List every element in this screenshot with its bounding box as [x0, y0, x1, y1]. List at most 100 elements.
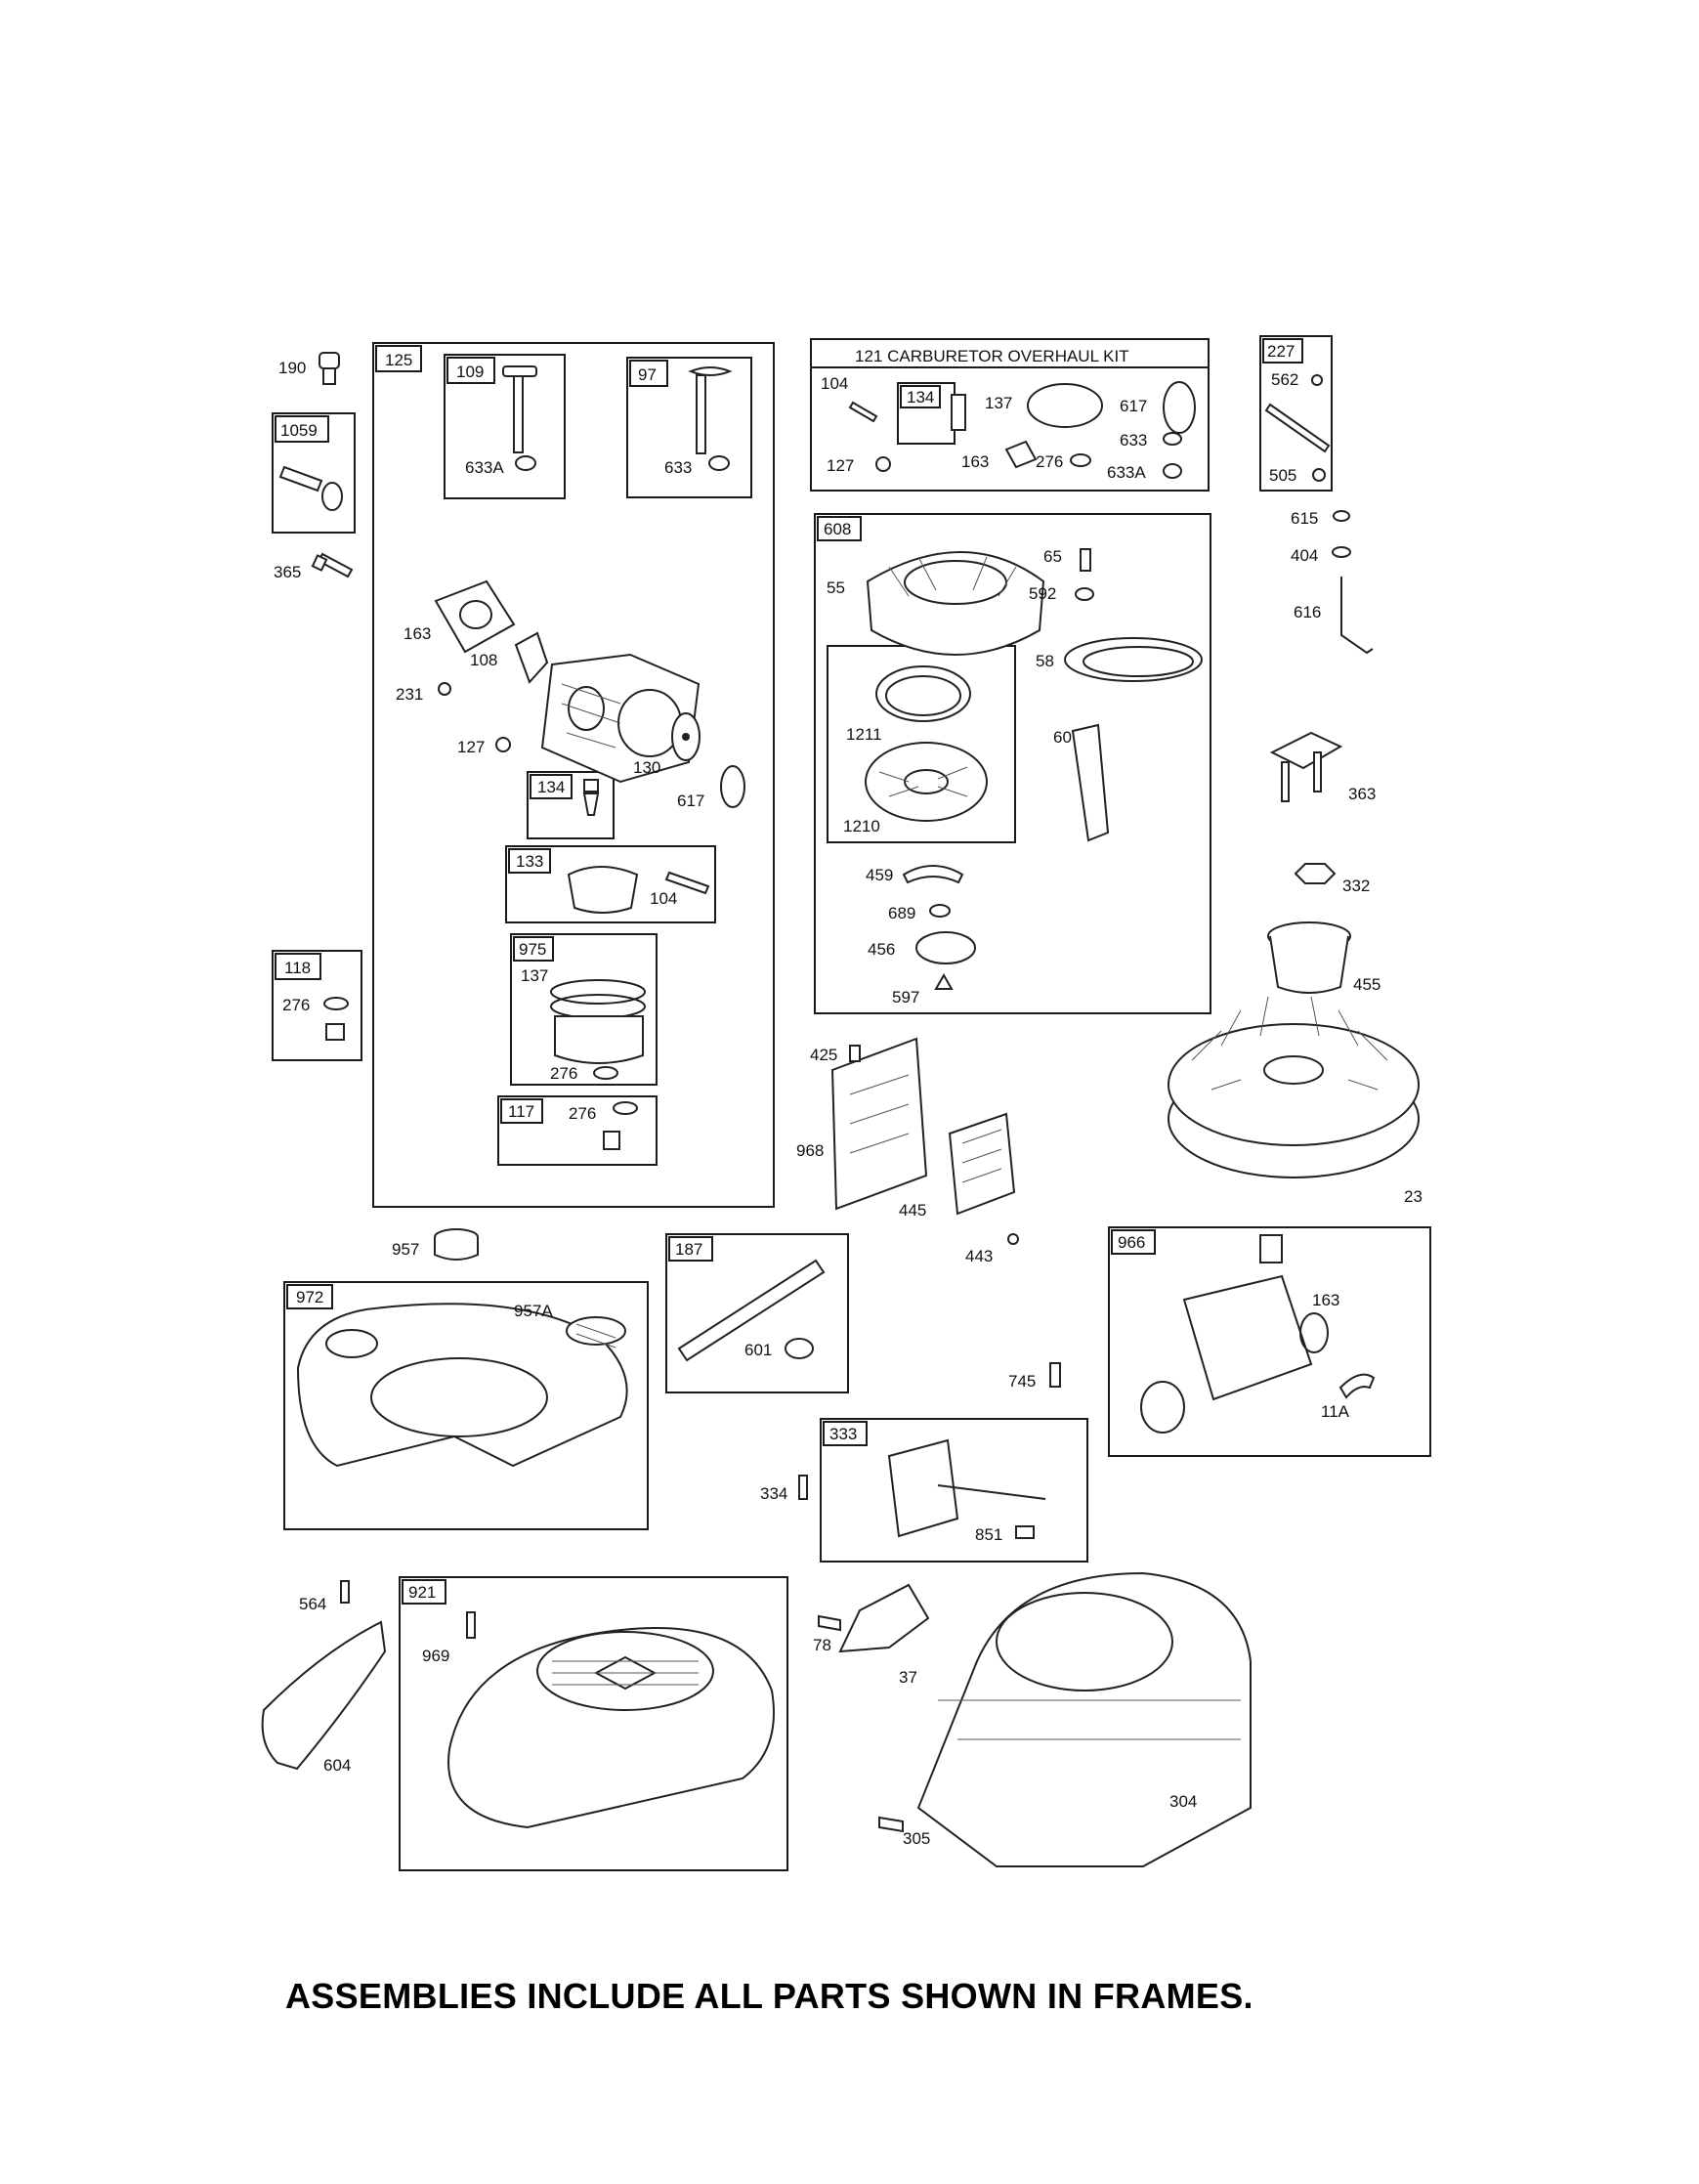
label-1210: 1210	[843, 817, 880, 835]
label-615: 615	[1291, 509, 1318, 528]
frame-121-label: 121 CARBURETOR OVERHAUL KIT	[855, 347, 1129, 365]
frame-118-label: 118	[284, 959, 311, 977]
frame-921: 921	[399, 1576, 788, 1871]
part-60-handle	[1071, 723, 1110, 842]
label-957A: 957A	[514, 1302, 553, 1320]
label-334: 334	[760, 1484, 787, 1503]
part-65-592-screws	[1075, 548, 1094, 601]
frame-333: 333	[820, 1418, 1088, 1563]
label-163-kit: 163	[961, 452, 989, 471]
label-276-117: 276	[569, 1104, 596, 1123]
label-127: 127	[457, 738, 485, 756]
label-957: 957	[392, 1240, 419, 1259]
frame-187: 187	[665, 1233, 849, 1393]
label-11A: 11A	[1321, 1402, 1350, 1421]
part-130-lever	[671, 712, 701, 761]
label-363: 363	[1348, 785, 1376, 803]
frame-109-label: 109	[456, 363, 484, 381]
part-190-plug	[319, 352, 340, 385]
part-304-housing	[878, 1571, 1252, 1867]
frame-117: 117	[497, 1095, 658, 1166]
label-127-kit: 127	[827, 456, 854, 475]
frame-117-label: 117	[508, 1102, 534, 1121]
label-633-kit: 633	[1120, 431, 1147, 450]
part-231-screw	[438, 682, 451, 696]
frame-134-right-label: 134	[907, 388, 934, 407]
frame-118: 118	[272, 950, 362, 1061]
label-104-133: 104	[650, 889, 677, 908]
part-332-nut	[1294, 863, 1337, 884]
label-104-kit: 104	[821, 374, 848, 393]
part-1059-bolt	[278, 465, 343, 511]
frame-975: 975	[510, 933, 658, 1086]
assemblies-note: ASSEMBLIES INCLUDE ALL PARTS SHOWN IN FR…	[285, 1976, 1253, 2016]
label-190: 190	[278, 359, 306, 377]
label-745: 745	[1008, 1372, 1036, 1391]
label-851: 851	[975, 1525, 1002, 1544]
label-597: 597	[892, 988, 919, 1006]
part-23-flywheel	[1168, 996, 1420, 1178]
label-137-975: 137	[521, 966, 548, 985]
part-459-689-456-597	[902, 865, 976, 990]
frame-125: 125	[372, 342, 775, 1208]
label-60: 60	[1053, 728, 1072, 747]
label-163: 163	[404, 624, 431, 643]
part-975-filter	[550, 979, 646, 1080]
label-37: 37	[899, 1668, 917, 1687]
part-957-cap	[434, 1228, 479, 1261]
label-276-975: 276	[550, 1064, 577, 1083]
label-617: 617	[677, 792, 704, 810]
label-108: 108	[470, 651, 497, 669]
part-365-screw	[311, 552, 354, 578]
label-689: 689	[888, 904, 915, 922]
label-633-97: 633	[664, 458, 692, 477]
label-562: 562	[1271, 370, 1298, 389]
label-616: 616	[1294, 603, 1321, 621]
label-592: 592	[1029, 584, 1056, 603]
label-231: 231	[396, 685, 423, 704]
label-58: 58	[1036, 652, 1054, 670]
label-130: 130	[633, 758, 660, 777]
frame-921-label: 921	[408, 1583, 436, 1602]
part-187-tube	[677, 1259, 826, 1362]
label-1211: 1211	[846, 725, 882, 744]
frame-972-label: 972	[296, 1288, 323, 1306]
part-118-parts	[323, 997, 349, 1041]
part-276-117	[603, 1101, 638, 1150]
part-121-kit	[848, 381, 1196, 479]
part-604-shield	[261, 1580, 387, 1771]
frame-134-left: 134	[527, 771, 615, 839]
frame-966: 966	[1108, 1226, 1431, 1457]
frame-187-label: 187	[675, 1240, 702, 1259]
frame-1059: 1059	[272, 412, 356, 534]
frame-972: 972	[283, 1281, 649, 1530]
part-134-needle-left	[582, 779, 600, 816]
frame-1059-label: 1059	[280, 421, 318, 440]
label-276-118: 276	[282, 996, 310, 1014]
frame-125-label: 125	[385, 351, 412, 369]
frame-975-label: 975	[519, 940, 546, 959]
part-333-bracket	[798, 1438, 1046, 1539]
frame-608-label: 608	[824, 520, 851, 538]
part-127-ring	[495, 737, 511, 752]
part-617-ring	[720, 765, 745, 808]
part-921-cover	[447, 1611, 775, 1829]
part-163-gasket	[434, 579, 516, 654]
part-1211-spring	[875, 665, 971, 722]
part-966-control	[1140, 1234, 1376, 1434]
label-455: 455	[1353, 975, 1380, 994]
label-633A-109: 633A	[465, 458, 504, 477]
part-445-filter	[948, 1112, 1019, 1245]
label-78: 78	[813, 1636, 831, 1654]
frame-333-label: 333	[829, 1425, 857, 1443]
label-332: 332	[1342, 877, 1370, 895]
frame-121-carburetor-kit: 121 CARBURETOR OVERHAUL KIT 134	[810, 338, 1210, 492]
label-23: 23	[1404, 1187, 1423, 1206]
label-425: 425	[810, 1046, 837, 1064]
frame-133: 133	[505, 845, 716, 923]
part-968-base	[830, 1037, 928, 1211]
frame-227-label: 227	[1267, 342, 1295, 361]
part-1210-pulley	[865, 742, 988, 822]
label-443: 443	[965, 1247, 993, 1265]
